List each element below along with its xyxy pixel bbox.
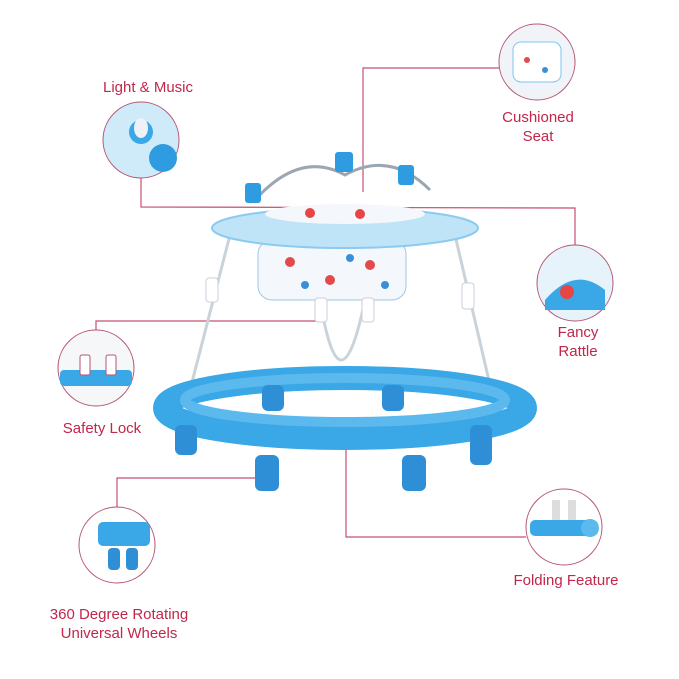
safety-lock-thumbnail	[57, 329, 135, 407]
fancy-rattle-thumbnail	[536, 244, 614, 322]
feature-circles	[57, 23, 614, 584]
folding-label: Folding Feature	[513, 572, 619, 589]
cushioned-seat-line2: Seat	[522, 128, 554, 145]
light-music-thumbnail	[102, 101, 180, 179]
baby-walker	[153, 152, 537, 491]
wheels-line2: Universal Wheels	[60, 625, 178, 642]
folding-thumbnail	[525, 488, 603, 566]
fancy-rattle-line2: Rattle	[558, 343, 598, 360]
fancy-rattle-line1: Fancy	[557, 324, 599, 341]
wheels-thumbnail	[78, 506, 156, 584]
wheels-line1: 360 Degree Rotating	[49, 606, 189, 623]
light-music-label: Light & Music	[102, 79, 194, 96]
cushioned-seat-thumbnail	[498, 23, 576, 101]
cushioned-seat-line1: Cushioned	[502, 109, 574, 126]
safety-lock-label: Safety Lock	[62, 420, 142, 437]
